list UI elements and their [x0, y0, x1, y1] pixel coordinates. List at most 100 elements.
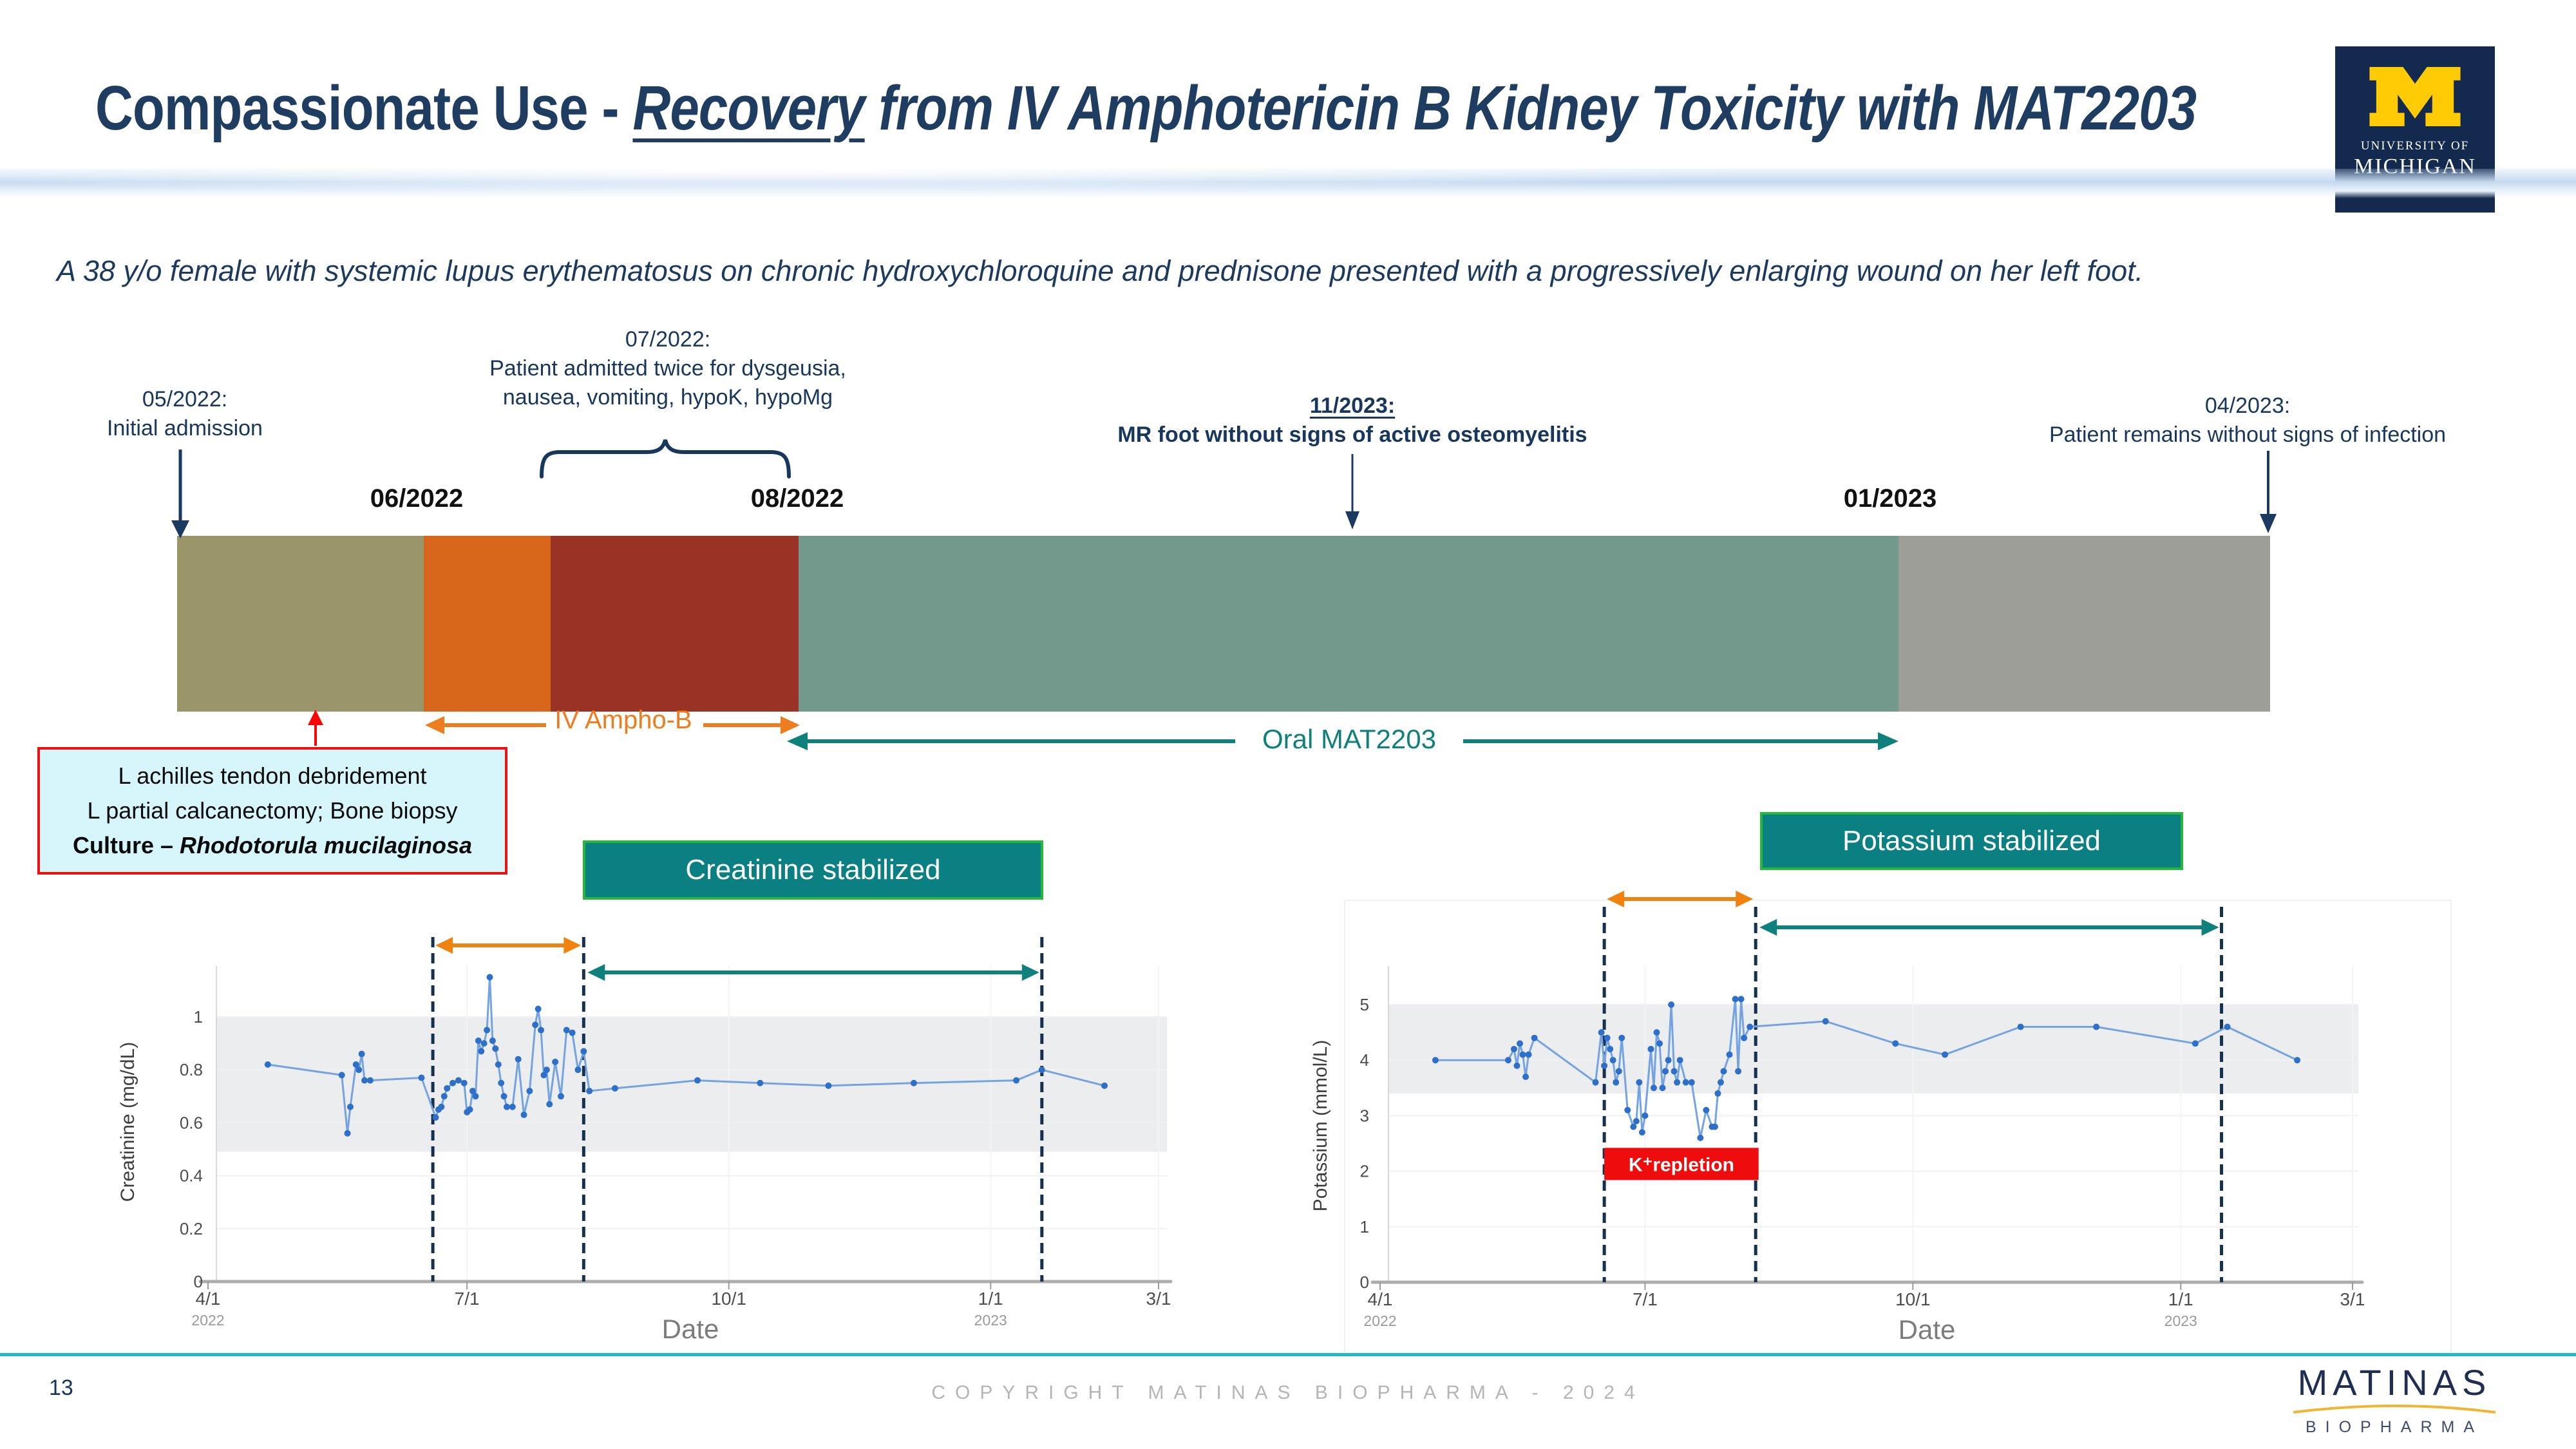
data-point [2192, 1040, 2199, 1047]
potassium-stabilized-banner: Potassium stabilized [1760, 812, 2183, 870]
data-point [1676, 1057, 1683, 1064]
data-point [478, 1048, 485, 1055]
event-mr-foot: 11/2023: MR foot without signs of active… [1117, 392, 1587, 450]
data-point [574, 1066, 582, 1074]
oral-phase-arrow-right-head [2201, 919, 2219, 936]
data-point [1531, 1034, 1538, 1041]
data-point [1665, 1057, 1672, 1064]
oral-arrow-right-head [1878, 732, 1899, 750]
data-point [1647, 1045, 1654, 1052]
data-point [2224, 1023, 2231, 1030]
data-point [1688, 1079, 1695, 1086]
data-point [540, 1072, 547, 1079]
event-admitted-twice: 07/2022: Patient admitted twice for dysg… [489, 325, 846, 412]
data-point [1735, 1068, 1742, 1075]
x-tick-label: 3/1 [1146, 1289, 1171, 1309]
data-point [1615, 1068, 1622, 1075]
data-point [1726, 1051, 1733, 1058]
data-point [455, 1077, 462, 1084]
k-repletion-box [1604, 1148, 1759, 1180]
matinas-biopharma-text: BIOPHARMA [2305, 1418, 2484, 1436]
data-point [1711, 1123, 1718, 1130]
event-admitted-line2: nausea, vomiting, hypoK, hypoMg [502, 384, 833, 410]
oral-phase-arrow-right-head [1021, 964, 1039, 981]
mark-06-2022: 06/2022 [370, 484, 464, 513]
data-point [538, 1027, 545, 1034]
x-tick-label: 10/1 [1895, 1289, 1931, 1309]
data-point [338, 1072, 345, 1079]
data-point [509, 1103, 516, 1110]
event-no-infection-text: Patient remains without signs of infecti… [2049, 422, 2447, 447]
data-point [1714, 1090, 1721, 1097]
chart-frame [1344, 900, 2452, 1356]
data-point [352, 1061, 359, 1068]
x-tick-label: 4/1 [196, 1289, 221, 1309]
data-point [532, 1021, 539, 1028]
data-point [552, 1058, 559, 1065]
x-year-label: 2023 [974, 1312, 1007, 1329]
event-initial-admission: 05/2022: Initial admission [107, 385, 263, 443]
data-point [557, 1093, 564, 1100]
header-divider [0, 169, 2576, 198]
callout-species: Rhodotorula mucilaginosa [180, 832, 473, 858]
y-tick-label: 2 [1360, 1162, 1369, 1181]
data-point [444, 1084, 451, 1092]
data-point [450, 1079, 457, 1086]
data-point [495, 1061, 502, 1068]
data-point [1510, 1045, 1517, 1052]
data-point [418, 1074, 425, 1081]
data-point [366, 1077, 374, 1084]
data-point [1650, 1084, 1657, 1092]
matinas-logo-text: MATINAS [2297, 1362, 2492, 1403]
title-rest: from IV Amphotericin B Kidney Toxicity w… [864, 73, 2197, 143]
data-point [1822, 1018, 1829, 1025]
x-year-label: 2022 [191, 1312, 224, 1329]
data-point [344, 1130, 351, 1137]
data-point [1607, 1045, 1614, 1052]
title-main: Compassionate Use - [95, 73, 633, 143]
data-point [526, 1088, 533, 1095]
data-point [1013, 1077, 1020, 1084]
iv-arrow-left-head [425, 716, 444, 734]
event-initial-text: Initial admission [107, 415, 263, 440]
data-point [2294, 1057, 2301, 1064]
y-axis-title: Creatinine (mg/dL) [117, 1042, 138, 1202]
data-point [484, 1027, 491, 1034]
iv-ampho-b-label: IV Ampho-B [554, 706, 692, 734]
event-mr-foot-date: 11/2023: [1309, 393, 1396, 418]
data-point [1717, 1079, 1724, 1086]
data-point [489, 1037, 496, 1044]
page-number: 13 [49, 1376, 73, 1400]
x-axis-title: Date [662, 1314, 719, 1344]
title-recovery: Recovery [632, 73, 865, 143]
data-point [500, 1093, 507, 1100]
event-admitted-date: 07/2022: [625, 327, 711, 352]
iv-arrow-right-head [781, 716, 800, 734]
data-point [469, 1088, 476, 1095]
no-infection-arrowhead [2260, 514, 2277, 533]
y-tick-label: 1 [1360, 1217, 1369, 1236]
data-point [1642, 1112, 1649, 1119]
data-point [1682, 1079, 1689, 1086]
data-point [1638, 1129, 1645, 1136]
iv-phase-arrow-left-head [435, 937, 453, 954]
data-point [361, 1077, 368, 1084]
callout-line3: Culture – Rhodotorula mucilaginosa [44, 828, 501, 863]
iv-phase-arrow-right-head [1736, 891, 1754, 907]
data-point [1674, 1079, 1681, 1086]
data-point [1662, 1068, 1669, 1075]
data-point [1697, 1134, 1704, 1141]
data-point [1624, 1106, 1631, 1113]
data-point [504, 1103, 511, 1110]
data-point [1703, 1106, 1710, 1113]
data-point [535, 1005, 542, 1012]
data-point [480, 1040, 488, 1047]
mark-08-2022: 08/2022 [750, 484, 844, 513]
oral-mat2203-label: Oral MAT2203 [1262, 724, 1436, 754]
data-point [586, 1088, 593, 1095]
data-point [1522, 1074, 1530, 1081]
